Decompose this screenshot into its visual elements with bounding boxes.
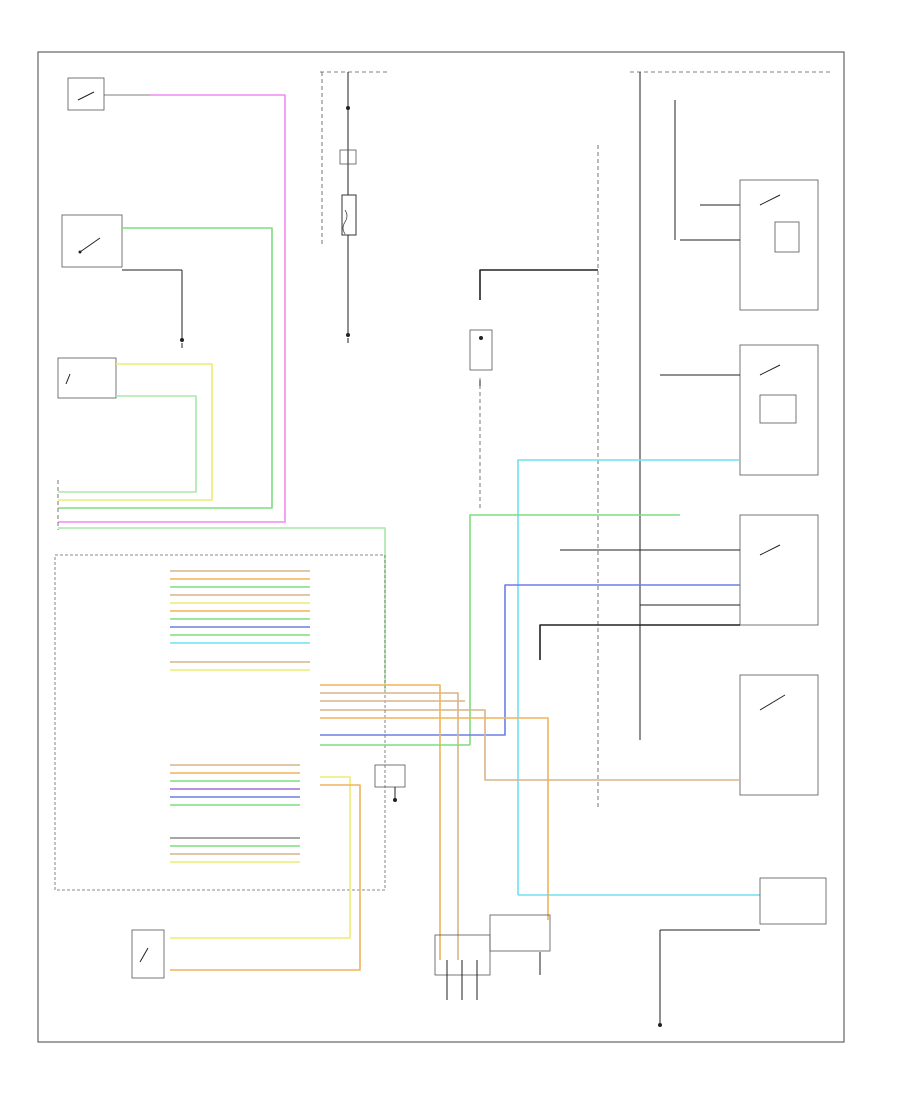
relay-1	[680, 179, 819, 311]
wire-tan	[320, 709, 740, 781]
component-top-left	[67, 77, 150, 111]
wire-lightgreen-1	[58, 395, 197, 493]
wire-green-1	[58, 227, 273, 509]
wire-blue	[320, 584, 740, 736]
component-sensor-left	[57, 357, 117, 399]
wire-yellow-1	[58, 363, 213, 501]
sensor-bottom-right	[658, 877, 827, 1027]
relay-3	[739, 514, 819, 626]
wire-tan-2	[320, 692, 459, 960]
pcm-pins-middle	[170, 661, 310, 671]
wire-orange-1	[320, 684, 441, 960]
wire-pink	[58, 94, 286, 523]
pcm-pins-lower	[170, 764, 300, 806]
relay-2	[660, 344, 819, 476]
pcm-pins-bottom	[170, 837, 300, 863]
wire-lightgreen-2	[58, 527, 386, 690]
component-diode-center	[469, 329, 493, 371]
ground-symbols	[181, 338, 481, 386]
wire-orange-3	[170, 784, 361, 971]
wire-black-1	[479, 269, 598, 300]
switch-bottom-left	[131, 929, 165, 979]
pcm-pins-upper	[170, 570, 310, 644]
wire-cyan	[517, 459, 740, 895]
sensor-bottom-2	[489, 914, 551, 975]
sensor-bottom-center	[434, 934, 491, 1000]
component-switch-left-2	[61, 214, 184, 342]
wire-orange-2	[320, 717, 549, 920]
powertrain-control-module	[54, 554, 386, 891]
wire-yellow-2	[170, 776, 351, 939]
relay-4	[739, 674, 819, 796]
diagram-border	[37, 51, 845, 1043]
wire-green-2	[469, 514, 680, 745]
wire-black-relay3c	[539, 624, 740, 660]
fuse-block-top-center	[320, 71, 390, 337]
sensor-center-small	[374, 764, 406, 802]
